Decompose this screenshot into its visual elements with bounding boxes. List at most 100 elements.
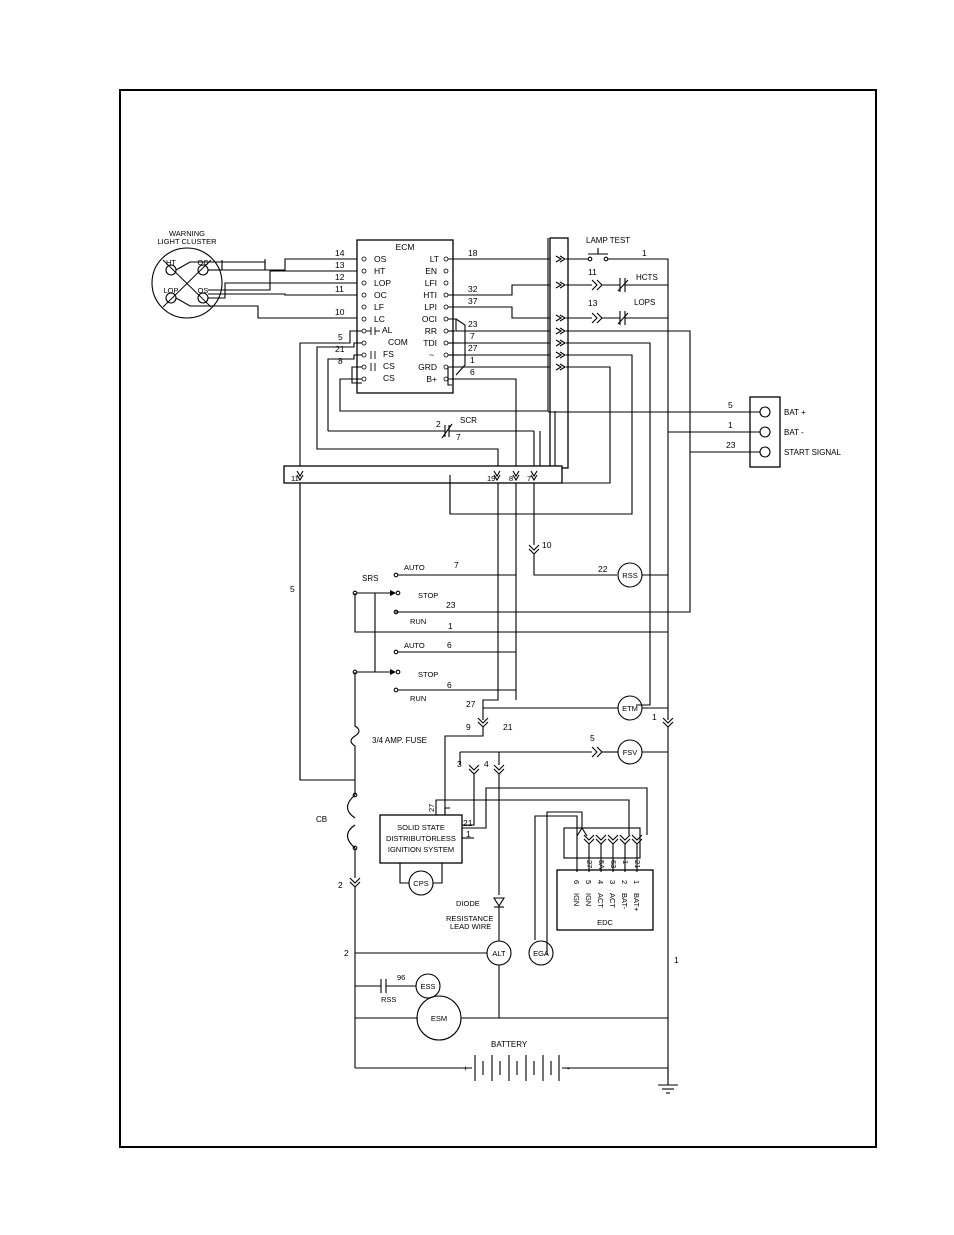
edc-num-5: 5 <box>584 880 593 884</box>
ecm-pin-al: AL <box>382 325 393 335</box>
diode-label: DIODE <box>456 899 480 908</box>
fuse-label: 3/4 AMP. FUSE <box>372 736 427 745</box>
wire-lamp-test-1: 1 <box>642 248 647 258</box>
ecm-pin-oci: OCI <box>422 314 437 324</box>
lower-vertical-wires <box>299 411 556 780</box>
edc-sig-act2: ACT <box>608 893 617 908</box>
ega-label: EGA <box>533 949 549 958</box>
hcts-label: HCTS <box>636 273 658 282</box>
wire-stop-23: 23 <box>446 600 456 610</box>
ignition-label-1: SOLID STATE <box>397 823 445 832</box>
wire-start-23: 23 <box>726 440 736 450</box>
edc-sig-act1: ACT <box>596 893 605 908</box>
conn-3: 3 <box>457 759 462 769</box>
ecm-pin-lc: LC <box>374 314 385 324</box>
bat-plus-label: BAT + <box>784 408 806 417</box>
wire-5: 5 <box>338 332 343 342</box>
ecm-pin-tdi: TDI <box>423 338 437 348</box>
battery-label: BATTERY <box>491 1040 528 1049</box>
wire-6: 6 <box>470 367 475 377</box>
wire-ess-96: 96 <box>397 973 405 982</box>
wire-8: 8 <box>338 356 343 366</box>
wire-run2-6: 6 <box>447 680 452 690</box>
wire-13: 13 <box>335 260 345 270</box>
ecm-pin-lop: LOP <box>374 278 391 288</box>
wire-run-1: 1 <box>448 621 453 631</box>
edc-num-6: 6 <box>572 880 581 884</box>
ecm-pin-hti: HTI <box>423 290 437 300</box>
right-connector-1 <box>662 717 674 1080</box>
wire-32: 32 <box>468 284 478 294</box>
connector-strip-lower: 11 19 8 7 <box>283 465 563 484</box>
conn-9: 9 <box>466 722 471 732</box>
resistance-label-2: LEAD WIRE <box>450 922 491 931</box>
scr-component: SCR 2 7 <box>328 416 534 442</box>
lamp-ht: HT <box>166 258 176 267</box>
wire-alt-2: 2 <box>344 948 349 958</box>
conn-8: 8 <box>509 474 513 483</box>
conn-19: 19 <box>487 474 495 483</box>
conn-4: 4 <box>484 759 489 769</box>
ecm-pin-lf: LF <box>374 302 384 312</box>
edc-num-3: 3 <box>608 880 617 884</box>
conn-10: 10 <box>542 540 552 550</box>
ess-label: ESS <box>420 982 435 991</box>
ignition-label-2: DISTRIBUTORLESS <box>386 834 456 843</box>
wire-1: 1 <box>470 355 475 365</box>
lamp-os: OS <box>198 286 209 295</box>
etm-sensor: 27 ETM <box>466 695 668 721</box>
ecm-left-wires <box>299 238 549 781</box>
ignition-label-3: IGNITION SYSTEM <box>388 845 454 854</box>
edc-num-2: 2 <box>620 880 629 884</box>
esm-label: ESM <box>431 1014 447 1023</box>
wire-fsv-5: 5 <box>590 733 595 743</box>
wire-bat-plus-5: 5 <box>728 400 733 410</box>
cluster-title-line1: WARNING <box>169 229 205 238</box>
edc-pin-63: 63 <box>609 860 618 868</box>
ecm-pin-ac: ~ <box>429 350 434 360</box>
resistance-label-1: RESISTANCE <box>446 914 493 923</box>
edc-sig-ign1: IGN <box>572 893 581 906</box>
wire-right-1: 1 <box>674 955 679 965</box>
esm-motor: ESM <box>355 995 668 1041</box>
circuit-breaker: CB 2 <box>316 780 361 1068</box>
ecm-pin-lpi: LPI <box>424 302 437 312</box>
ecm-pin-fs: FS <box>383 349 394 359</box>
conn-7: 7 <box>527 474 531 483</box>
wire-cb-2: 2 <box>338 880 343 890</box>
lops-switch: 13 LOPS <box>566 298 668 325</box>
edc-num-4: 4 <box>596 880 605 884</box>
edc-module: EDC 27 5A 63 1 21 <box>534 811 654 955</box>
wire-21: 21 <box>335 344 345 354</box>
edc-pin-21: 21 <box>633 860 642 868</box>
rss-label: RSS <box>622 571 637 580</box>
ecm-pin-bplus: B+ <box>426 374 437 384</box>
wire-scr-2: 2 <box>436 419 441 429</box>
alternator: 2 ALT <box>344 940 512 1018</box>
edc-sig-batplus: BAT+ <box>632 893 641 912</box>
wire-23: 23 <box>468 319 478 329</box>
wire-auto1-7: 7 <box>454 560 459 570</box>
scr-label: SCR <box>460 416 477 425</box>
start-signal-label: START SIGNAL <box>784 448 841 457</box>
wire-scr-7: 7 <box>456 432 461 442</box>
ecm-pin-os: OS <box>374 254 387 264</box>
wire-18: 18 <box>468 248 478 258</box>
hcts-switch: 11 HCTS <box>566 267 668 292</box>
ecm-pin-cs1: CS <box>383 361 395 371</box>
edc-pin-27: 27 <box>585 860 594 868</box>
cps-label: CPS <box>413 879 428 888</box>
auto1-label: AUTO <box>404 563 425 572</box>
edc-num-1: 1 <box>632 880 641 884</box>
ecm-pin-en: EN <box>425 266 437 276</box>
edc-label: EDC <box>597 918 613 927</box>
ega-actuator: EGA <box>528 940 554 966</box>
ess-solenoid: 96 ESS RSS <box>355 973 441 1004</box>
ecm-pin-cs2: CS <box>383 373 395 383</box>
edc-sig-ign2: IGN <box>584 893 593 906</box>
wire-auto2-6: 6 <box>447 640 452 650</box>
wire-srs-5: 5 <box>290 584 295 594</box>
ecm-pin-lfi: LFI <box>425 278 437 288</box>
cb-label: CB <box>316 815 327 824</box>
